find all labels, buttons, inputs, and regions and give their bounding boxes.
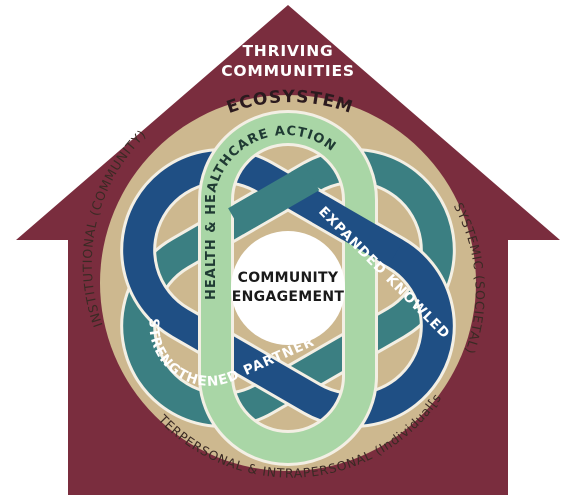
center-circle bbox=[231, 231, 345, 345]
band-health-actions bbox=[201, 113, 375, 463]
house-title-line2: COMMUNITIES bbox=[221, 62, 355, 80]
house-title-line1: THRIVING bbox=[242, 42, 333, 60]
band-strengthened-partnerships-overlap bbox=[312, 196, 404, 267]
center-label-line1: COMMUNITY bbox=[238, 270, 339, 286]
band-expanded-knowledge-overlap bbox=[228, 164, 320, 235]
center-label-line2: ENGAGEMENT bbox=[232, 289, 345, 305]
knot-bands bbox=[120, 110, 456, 466]
